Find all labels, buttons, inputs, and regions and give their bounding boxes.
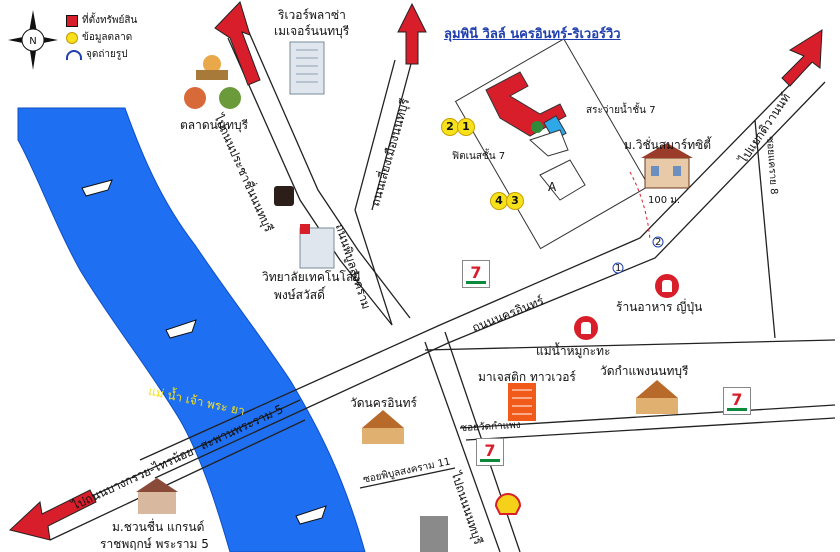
arrow-to-khae-rai: [781, 29, 823, 87]
distance-dashed-line: [629, 171, 651, 241]
road-nakhon-in-upper: [139, 61, 813, 461]
mookata-restaurant-icon: [574, 316, 598, 340]
label-building-a: A: [548, 180, 557, 194]
japanese-restaurant-icon: [655, 274, 679, 298]
road-prachachuen-right: [247, 29, 411, 319]
label-plaza-line1: ริเวอร์พลาซ่า: [278, 8, 346, 22]
arrow-to-bang-kruai: [8, 489, 97, 541]
seven-eleven-icon: 7: [476, 438, 504, 466]
road-local-a: [424, 341, 501, 552]
boat-icon-1: [81, 179, 113, 197]
road-liang-right: [371, 59, 413, 211]
photo-point-number: 1: [615, 263, 622, 274]
label-chuan-chuen-line1: ม.ชวนชื่น แกรนด์: [112, 520, 205, 534]
road-bridge-lower: [49, 419, 306, 541]
photo-point-2-icon: [652, 236, 664, 248]
boat-icon-3: [295, 505, 327, 525]
market-badge[interactable]: 3: [506, 192, 524, 210]
label-village: ม.วิชั่นสมาร์ทซิตี้: [624, 138, 712, 152]
property-square-icon: [66, 14, 78, 27]
river-plaza-building-icon: [289, 41, 325, 95]
bottom-building-icon: [420, 516, 448, 552]
arrow-to-liang-mueang: [397, 2, 427, 65]
label-market: ตลาดนนทบุรี: [180, 118, 249, 132]
majestic-tower-icon: [508, 383, 536, 421]
compass-icon: [8, 10, 58, 70]
label-pool: สระว่ายน้ำชั้น 7: [586, 105, 656, 116]
page-title: ลุมพินี วิลล์ นครอินทร์-ริเวอร์วิว: [444, 27, 621, 42]
legend-item-market: ข้อมูลตลาด: [66, 29, 137, 46]
legend-item-property: ที่ตั้งทรัพย์สิน: [66, 12, 137, 29]
map-legend: ที่ตั้งทรัพย์สิน ข้อมูลตลาด จุดถ่ายรูป: [66, 12, 137, 63]
college-building-icon: [274, 186, 335, 269]
legend-label: จุดถ่ายรูป: [86, 49, 128, 60]
road-soi-khae-rai: [754, 119, 776, 339]
shell-station-icon: [494, 493, 522, 515]
market-badge[interactable]: 4: [490, 192, 508, 210]
seven-eleven-icon: 7: [723, 387, 751, 415]
seven-eleven-icon: 7: [462, 260, 490, 288]
road-river-side: [424, 339, 836, 351]
label-mookata: แม่น้ำหมูกะทะ: [536, 344, 611, 358]
legend-label: ข้อมูลตลาด: [82, 32, 133, 43]
road-phibun-left: [354, 209, 393, 326]
road-liang-left: [354, 59, 396, 211]
label-college-line1: วิทยาลัยเทคโนโลยี: [262, 270, 361, 284]
road-soi-phibun-11: [359, 467, 456, 489]
label-majestic: มาเจสติก ทาวเวอร์: [478, 370, 576, 384]
photo-point-number: 2: [655, 237, 662, 248]
label-wat-nakhon-in: วัดนครอินทร์: [350, 396, 417, 410]
wat-nakhon-in-icon: [362, 410, 404, 444]
label-fitness: ฟิตเนสชั้น 7: [452, 151, 506, 162]
label-japanese-restaurant: ร้านอาหาร ญี่ปุ่น: [616, 300, 703, 314]
photo-point-1-icon: [612, 262, 624, 274]
village-house-icon: [641, 143, 693, 189]
road-soi-kamphaeng-b: [465, 417, 836, 441]
arrow-to-prachachuen: [214, 1, 261, 86]
market-badge[interactable]: 1: [457, 118, 475, 136]
label-distance: 100 ม.: [648, 195, 681, 206]
label-chuan-chuen-line2: ราชพฤกษ์ พระราม 5: [100, 537, 209, 551]
label-wat-kamphaeng: วัดกำแพงนนทบุรี: [600, 364, 689, 378]
road-soi-kamphaeng-a: [459, 404, 836, 429]
market-icon: [184, 55, 241, 109]
label-plaza-line2: เมเจอร์นนทบุรี: [274, 24, 350, 38]
compass-label: N: [29, 36, 36, 47]
chuan-chuen-house-icon: [136, 478, 178, 514]
market-circle-icon: [66, 31, 78, 44]
photo-point-icon: [66, 49, 82, 60]
property-site: [454, 38, 650, 250]
wat-kamphaeng-icon: [636, 380, 678, 414]
road-nakhon-in-lower: [154, 81, 826, 479]
label-college-line2: พงษ์สวัสดิ์: [274, 288, 325, 302]
boat-icon-2: [165, 319, 197, 339]
legend-label: ที่ตั้งทรัพย์สิน: [82, 15, 138, 26]
legend-item-photo: จุดถ่ายรูป: [66, 46, 137, 63]
